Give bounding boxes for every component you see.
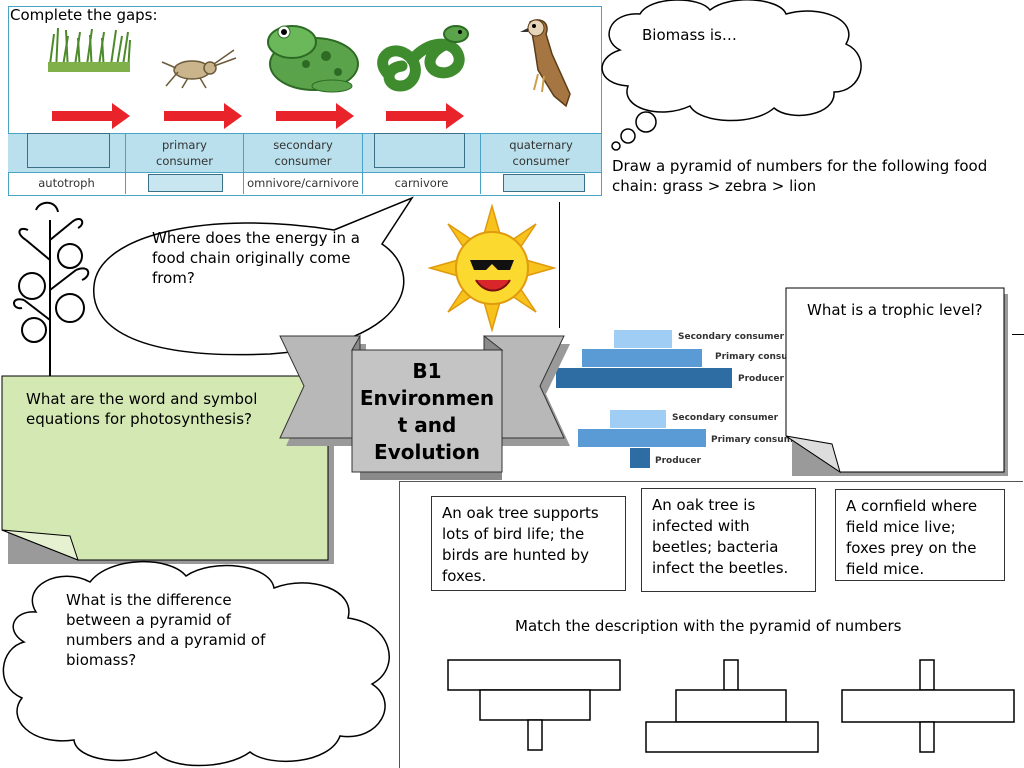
thought-cloud — [601, 0, 862, 151]
consumer-cell-4 — [363, 134, 481, 172]
pyramid-a-level-1 — [447, 659, 621, 691]
gap-box-herbivore[interactable] — [148, 174, 223, 192]
pyramid-top-label-3: Producer — [738, 374, 784, 384]
consumer-cell-primary: primary consumer — [126, 134, 244, 172]
photosynthesis-question: What are the word and symbol equations f… — [26, 390, 258, 428]
pyramid-c-level-1 — [919, 659, 935, 691]
banner-line-2: Environmen — [359, 386, 495, 410]
photosynthesis-note-card — [1, 375, 334, 564]
snake-image — [377, 25, 469, 92]
diet-row: autotroph omnivore/carnivore carnivore — [8, 172, 601, 194]
speech-bubble — [93, 196, 414, 356]
pyramid-b-level-3 — [645, 721, 819, 753]
pyramid-c-level-2 — [841, 689, 1015, 723]
energy-question: Where does the energy in a food chain or… — [152, 229, 360, 287]
frog-image — [267, 25, 359, 93]
trophic-note-card — [785, 287, 1008, 476]
pyramid-bottom-label-1: Secondary consumer — [672, 413, 779, 423]
pyramid-top-label-1: Secondary consumer — [678, 332, 785, 342]
gap-box-tertiary[interactable] — [374, 133, 465, 168]
pyramid-a-level-3 — [527, 719, 543, 751]
banner-title: B1 Environmen t and Evolution — [354, 358, 500, 466]
title-banner — [279, 334, 570, 480]
pyramid-b-level-2 — [675, 689, 787, 723]
diet-cell-omnivore: omnivore/carnivore — [244, 172, 363, 194]
gap-box-producer[interactable] — [27, 133, 110, 168]
arrow-right-icon — [52, 103, 130, 129]
consumer-cell-1 — [8, 134, 126, 172]
diet-cell-autotroph: autotroph — [8, 172, 126, 194]
divider-line — [1012, 334, 1024, 335]
pyramid-diagrams — [556, 330, 732, 468]
trophic-question: What is a trophic level? — [807, 301, 983, 319]
pyramid-b-level-1 — [723, 659, 739, 691]
description-card-2: An oak tree is infected with beetles; ba… — [641, 488, 816, 592]
banner-line-4: Evolution — [374, 440, 480, 464]
pyramid-bottom-label-2: Primary consumer — [711, 435, 804, 445]
divider-line — [559, 202, 560, 328]
food-chain-panel — [8, 6, 602, 196]
consumer-cell-quaternary: quaternary consumer — [509, 138, 573, 168]
food-chain-title: Complete the gaps: — [10, 6, 158, 24]
pyramid-c-level-3 — [919, 721, 935, 753]
tomato-plant-image — [13, 201, 90, 376]
pyramid-bottom-label-3: Producer — [655, 456, 701, 466]
match-panel — [399, 481, 1023, 768]
bird-image — [520, 19, 571, 108]
arrow-right-icon — [276, 103, 354, 129]
difference-question: What is the difference between a pyramid… — [66, 591, 266, 669]
match-instruction: Match the description with the pyramid o… — [515, 617, 902, 635]
pyramid-outlines — [447, 659, 1015, 753]
cricket-image — [161, 49, 237, 89]
difference-cloud — [2, 560, 390, 767]
description-card-1: An oak tree supports lots of bird life; … — [431, 496, 626, 591]
banner-line-1: B1 — [412, 359, 442, 383]
sun-image — [428, 204, 556, 332]
diet-cell-carnivore: carnivore — [363, 172, 481, 194]
consumer-cell-secondary: secondary consumer — [244, 134, 363, 172]
gap-box-top-carnivore[interactable] — [503, 174, 585, 192]
arrow-right-icon — [164, 103, 242, 129]
banner-line-3: t and — [397, 413, 457, 437]
description-card-3: A cornfield where field mice live; foxes… — [835, 489, 1005, 581]
arrow-right-icon — [386, 103, 464, 129]
diet-cell-2 — [126, 172, 244, 194]
biomass-prompt: Biomass is… — [642, 26, 737, 44]
pyramid-task-text: Draw a pyramid of numbers for the follow… — [612, 157, 988, 195]
pyramid-a-level-2 — [479, 689, 591, 721]
grass-image — [48, 27, 131, 73]
pyramid-top-label-2: Primary consumer — [715, 352, 808, 362]
